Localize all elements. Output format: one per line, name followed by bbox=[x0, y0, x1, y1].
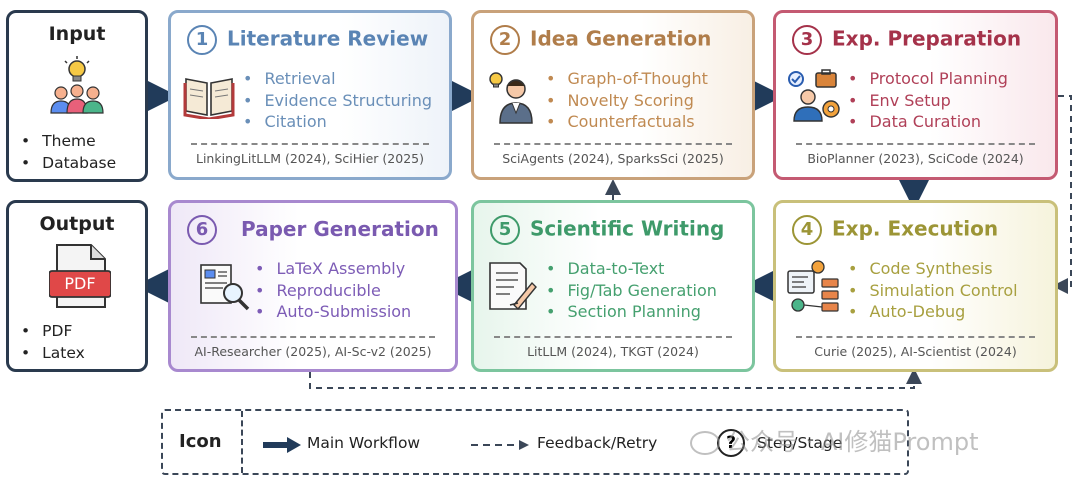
step-number-badge: 2 bbox=[490, 25, 520, 55]
stage-3-exp-preparation: 3 Exp. Preparation Protocol Planning Env … bbox=[773, 10, 1058, 180]
input-item: Database bbox=[21, 153, 116, 175]
stage-item: Evidence Structuring bbox=[243, 90, 432, 112]
legend: Icon Main Workflow Feedback/Retry ? Step… bbox=[161, 409, 909, 475]
stage-item: Fig/Tab Generation bbox=[546, 280, 716, 302]
output-title: Output bbox=[39, 213, 115, 235]
output-item: PDF bbox=[21, 321, 85, 343]
stage-2-idea-generation: 2 Idea Generation Graph-of-Thought Novelt… bbox=[471, 10, 755, 180]
stage-1-divider bbox=[191, 143, 429, 145]
step-number-badge: 3 bbox=[792, 25, 822, 55]
stage-3-title-text: Exp. Preparation bbox=[832, 26, 1022, 51]
idea-team-icon bbox=[49, 55, 105, 119]
researcher-gear-icon bbox=[786, 69, 842, 127]
stage-item: LaTeX Assembly bbox=[255, 258, 411, 280]
step-stage-symbol: ? bbox=[726, 433, 736, 453]
stage-5-items: Data-to-Text Fig/Tab Generation Section … bbox=[546, 258, 717, 323]
step-number-badge: 4 bbox=[792, 215, 822, 245]
stage-item: Citation bbox=[243, 111, 432, 133]
stage-item: Reproducible bbox=[255, 280, 411, 302]
input-items: Theme Database bbox=[21, 131, 116, 174]
step-number-badge: 5 bbox=[490, 215, 520, 245]
stage-item: Retrieval bbox=[243, 68, 432, 90]
stage-item: Simulation Control bbox=[848, 280, 1017, 302]
stage-4-exp-execution: 4 Exp. Execution Code Synthesis Simulatio… bbox=[773, 200, 1058, 372]
stage-4-title-text: Exp. Execution bbox=[832, 216, 999, 241]
stage-2-title-text: Idea Generation bbox=[530, 26, 712, 51]
output-items: PDF Latex bbox=[21, 321, 85, 364]
feedback-3-to-4-loop bbox=[1052, 95, 1072, 294]
stage-2-title: 2 Idea Generation bbox=[490, 25, 711, 55]
stage-5-scientific-writing: 5 Scientific Writing Data-to-Text Fig/Tab… bbox=[471, 200, 755, 372]
output-item: Latex bbox=[21, 343, 85, 365]
stage-5-references: LitLLM (2024), TKGT (2024) bbox=[527, 344, 699, 359]
stage-5-title-text: Scientific Writing bbox=[530, 216, 725, 241]
writing-paper-icon bbox=[486, 259, 538, 317]
legend-divider bbox=[241, 411, 243, 473]
main-workflow-arrow-icon bbox=[263, 437, 301, 453]
stage-4-items: Code Synthesis Simulation Control Auto-D… bbox=[848, 258, 1018, 323]
legend-main-workflow: Main Workflow bbox=[307, 434, 421, 452]
input-box: Input Theme Database bbox=[6, 10, 148, 182]
stage-6-paper-generation: 6 Paper Generation LaTeX Assembly Reprodu… bbox=[168, 200, 458, 372]
stage-1-references: LinkingLitLLM (2024), SciHier (2025) bbox=[196, 151, 424, 166]
stage-6-references: AI-Researcher (2025), AI-Sc-v2 (2025) bbox=[194, 344, 432, 359]
watermark-text: 公众号 · AI修猫Prompt bbox=[726, 428, 979, 456]
stage-3-title: 3 Exp. Preparation bbox=[792, 25, 1021, 55]
stage-2-divider bbox=[494, 143, 732, 145]
step-number-badge: 1 bbox=[187, 25, 217, 55]
stage-1-title: 1 Literature Review bbox=[187, 25, 428, 55]
stage-item: Data Curation bbox=[848, 111, 1008, 133]
stage-item: Env Setup bbox=[848, 90, 1008, 112]
stage-1-items: Retrieval Evidence Structuring Citation bbox=[243, 68, 432, 133]
pdf-icon-label: PDF bbox=[64, 274, 96, 293]
stage-item: Counterfactuals bbox=[546, 111, 708, 133]
stage-item: Auto-Submission bbox=[255, 301, 411, 323]
stage-item: Graph-of-Thought bbox=[546, 68, 707, 90]
stage-4-references: Curie (2025), AI-Scientist (2024) bbox=[814, 344, 1017, 359]
stage-6-title-text: Paper Generation bbox=[241, 216, 439, 241]
step-number-badge: 6 bbox=[187, 215, 217, 245]
stage-3-divider bbox=[796, 143, 1035, 145]
stage-item: Protocol Planning bbox=[848, 68, 1007, 90]
watermark: 公众号 · AI修猫Prompt bbox=[690, 422, 1070, 457]
stage-4-title: 4 Exp. Execution bbox=[792, 215, 998, 245]
input-item: Theme bbox=[21, 131, 116, 153]
legend-title: Icon bbox=[179, 431, 222, 452]
document-magnifier-icon bbox=[199, 261, 251, 315]
wechat-icon bbox=[690, 431, 720, 455]
stage-item: Data-to-Text bbox=[546, 258, 717, 280]
output-box: Output PDF PDF Latex bbox=[6, 200, 148, 372]
stage-item: Section Planning bbox=[546, 301, 717, 323]
stage-6-items: LaTeX Assembly Reproducible Auto-Submiss… bbox=[255, 258, 411, 323]
stage-3-references: BioPlanner (2023), SciCode (2024) bbox=[807, 151, 1024, 166]
feedback-arrow-icon bbox=[471, 440, 529, 450]
feedback-6-to-4-loop bbox=[309, 368, 922, 389]
stage-item: Novelty Scoring bbox=[546, 90, 708, 112]
stage-1-title-text: Literature Review bbox=[227, 26, 429, 51]
legend-feedback: Feedback/Retry bbox=[537, 434, 658, 452]
stage-item: Code Synthesis bbox=[848, 258, 1018, 280]
thinking-person-icon bbox=[486, 69, 540, 129]
input-title: Input bbox=[48, 23, 106, 45]
stage-6-divider bbox=[191, 336, 435, 338]
stage-3-items: Protocol Planning Env Setup Data Curatio… bbox=[848, 68, 1008, 133]
stage-5-divider bbox=[494, 336, 732, 338]
stage-4-divider bbox=[796, 336, 1035, 338]
stage-1-literature-review: 1 Literature Review Retrieval Evidence St… bbox=[168, 10, 452, 180]
open-book-icon bbox=[183, 73, 235, 123]
code-flow-icon bbox=[786, 259, 842, 319]
stage-5-title: 5 Scientific Writing bbox=[490, 215, 724, 245]
pdf-file-icon: PDF bbox=[48, 243, 112, 313]
stage-2-references: SciAgents (2024), SparksSci (2025) bbox=[502, 151, 724, 166]
legend-step-stage: Step/Stage bbox=[757, 434, 843, 452]
stage-item: Auto-Debug bbox=[848, 301, 1018, 323]
stage-2-items: Graph-of-Thought Novelty Scoring Counter… bbox=[546, 68, 708, 133]
stage-6-title: 6 Paper Generation bbox=[187, 215, 439, 245]
